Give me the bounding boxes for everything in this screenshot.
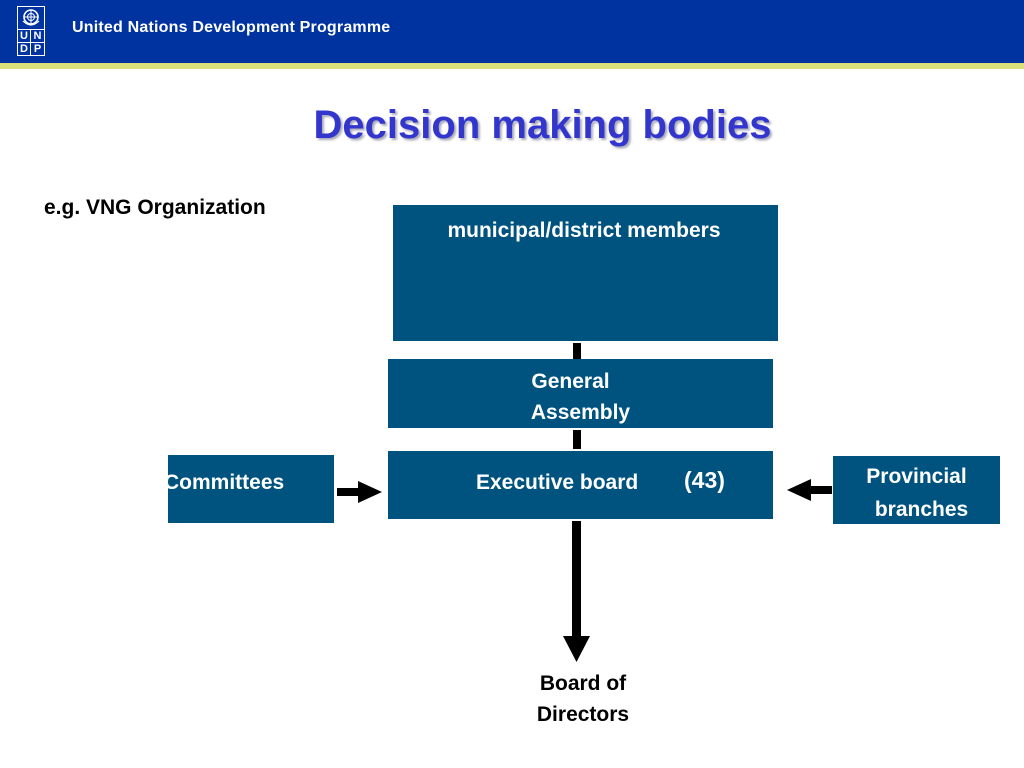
edge-members-to-assembly [573,343,581,359]
logo-letter: D [18,42,31,55]
node-executive-board: Executive board (43) [388,451,773,519]
logo-letter: P [31,42,44,55]
node-general-assembly-line2: Assembly [530,401,631,424]
node-committees: Committees [164,455,334,523]
node-provincial-branches: Provincial branches [833,456,1000,524]
un-emblem-icon [22,9,40,26]
logo-letter: U [18,29,31,42]
node-provincial-branches-line1: Provincial [866,465,967,488]
node-board-of-directors-line2: Directors [536,703,630,726]
node-board-of-directors-line1: Board of [539,672,627,695]
node-provincial-branches-line2: branches [874,498,969,521]
header-bar: U N D P United Nations Development Progr… [0,0,1024,63]
node-executive-board-label: Executive board [476,471,639,494]
slide-title: Decision making bodies [313,103,772,147]
edge-assembly-to-executive [573,430,581,449]
node-board-of-directors: Board of Directors [503,668,663,730]
node-members-label: municipal/district members [447,219,721,242]
node-general-assembly-label: General Assembly [388,366,773,428]
node-members: municipal/district members [393,205,778,341]
node-provincial-branches-label: Provincial branches [833,460,1000,526]
node-general-assembly-line1: General [531,370,610,393]
edge-committees-to-executive [337,481,382,503]
node-committees-label: Committees [164,471,285,494]
logo-letter: N [31,29,44,42]
edge-provincial-to-executive [787,479,832,501]
header-stripe [0,63,1024,69]
undp-logo: U N D P [17,6,45,56]
org-name: United Nations Development Programme [72,19,391,36]
edge-executive-to-board [563,521,590,662]
node-executive-board-count: (43) [684,467,725,493]
node-general-assembly: General Assembly [388,359,773,428]
slide-subtitle: e.g. VNG Organization [44,196,266,219]
